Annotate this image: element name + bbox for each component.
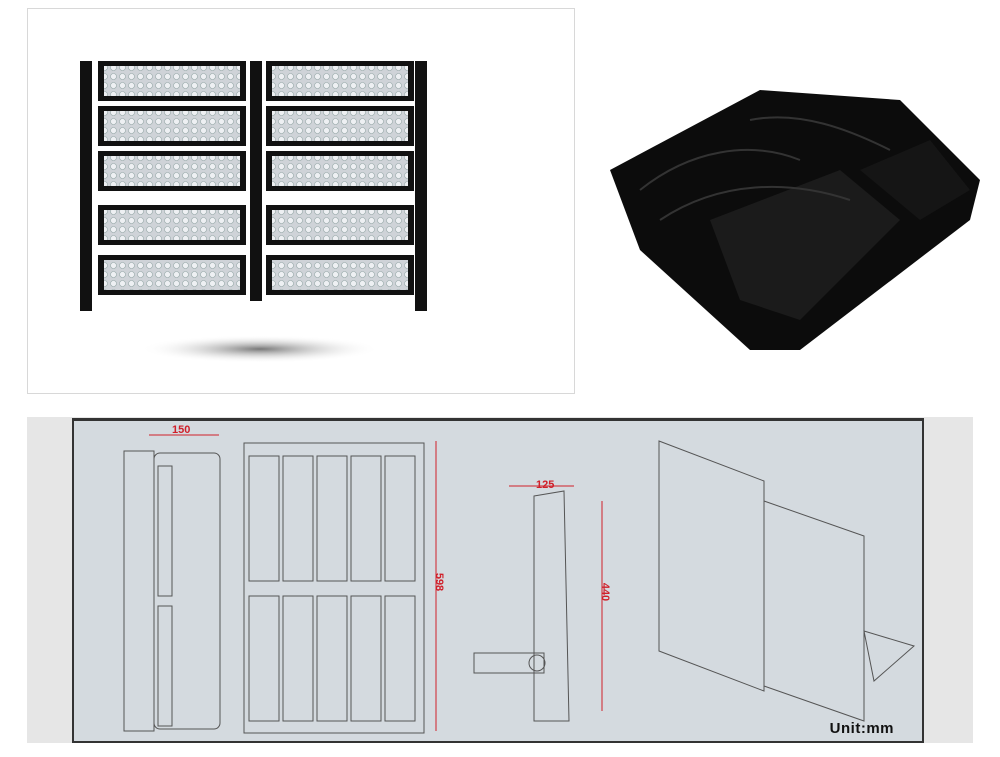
product-photo-front <box>27 8 575 394</box>
dimension-front-height: 598 <box>433 572 446 592</box>
unit-label: Unit:mm <box>829 720 894 737</box>
floodlight-front-image <box>80 61 427 363</box>
dimension-bracket-width: 125 <box>536 479 555 491</box>
dimension-bracket-height: 440 <box>599 582 612 602</box>
technical-drawing: 150 598 125 440 Unit:mm <box>72 418 924 743</box>
product-photo-back <box>600 60 990 360</box>
dimension-side-depth: 150 <box>172 424 191 436</box>
floodlight-back-image <box>610 90 980 350</box>
drawing-lines <box>123 434 916 734</box>
